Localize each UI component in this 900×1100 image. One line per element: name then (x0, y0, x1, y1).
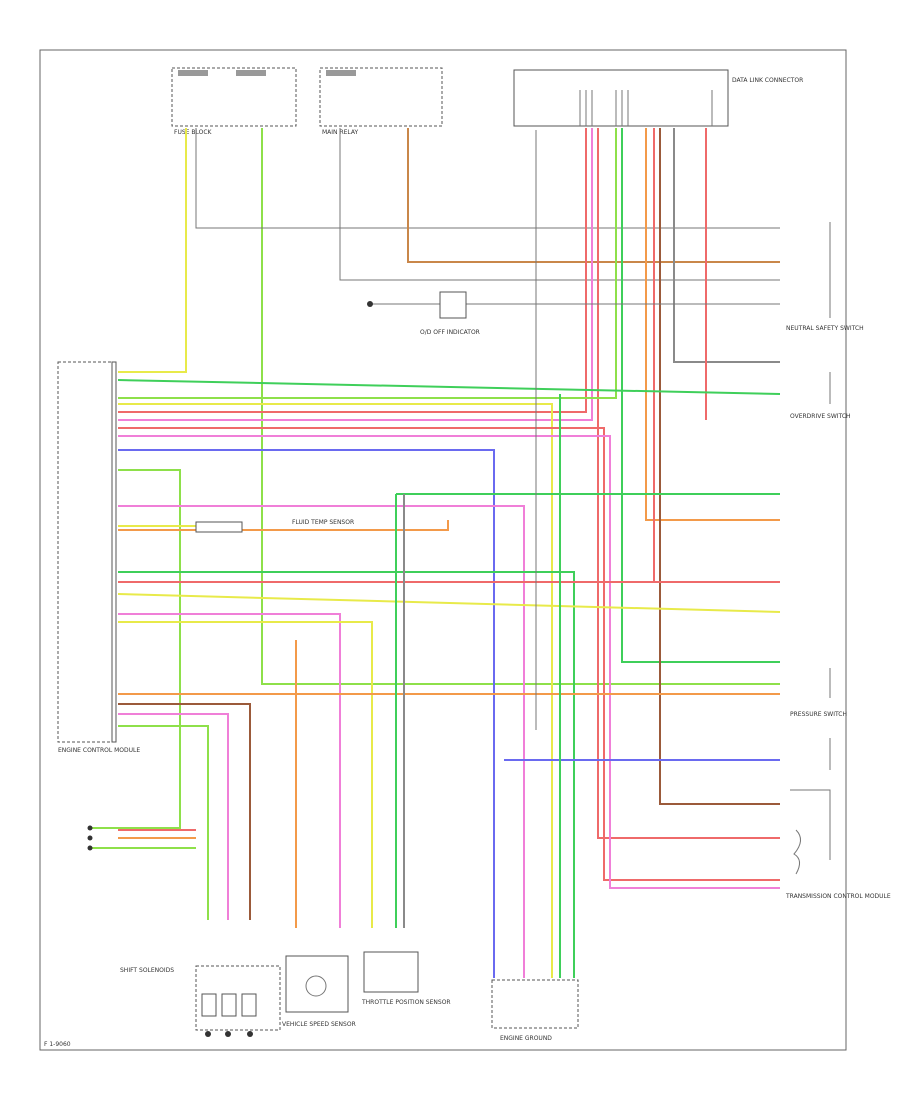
fuse-block-label: FUSE BLOCK (174, 129, 213, 136)
wire-pink-1 (118, 128, 593, 421)
wire-red-3 (653, 128, 780, 583)
wire-green-6 (118, 571, 575, 978)
ground-markers (87, 301, 373, 1037)
wire-red-2 (597, 128, 780, 839)
wire-pink-2 (118, 435, 780, 889)
wire-brown-orange (407, 128, 780, 263)
tcm-label: TRANSMISSION CONTROL MODULE (785, 893, 891, 900)
switch-cluster: NEUTRAL SAFETY SWITCH OVERDRIVE SWITCH P… (786, 222, 864, 770)
wire-brown-3 (118, 703, 251, 920)
vehicle-speed-sensor: VEHICLE SPEED SENSOR (282, 955, 356, 1028)
wire-gray-2 (339, 128, 780, 281)
wire-blue-1 (118, 449, 495, 978)
pressure-switch-label: PRESSURE SWITCH (790, 711, 847, 718)
wire-light-green (261, 128, 780, 685)
neutral-switch-label: NEUTRAL SAFETY SWITCH (786, 325, 864, 332)
wire-pink-4 (118, 613, 341, 928)
ground-label: ENGINE GROUND (500, 1035, 552, 1042)
shift-solenoids: SHIFT SOLENOIDS (120, 965, 281, 1031)
data-link-connector: DATA LINK CONNECTOR (513, 69, 803, 127)
wire-green-5 (90, 469, 181, 829)
relay-box: MAIN RELAY (319, 67, 443, 136)
wire-yellow-2 (118, 403, 553, 978)
wire-yellow-power (118, 128, 187, 373)
fuse-block-left: FUSE BLOCK (171, 67, 297, 136)
wire-green-4 (117, 379, 781, 395)
wire-harness (90, 128, 781, 978)
diagram-frame (39, 49, 847, 1051)
wire-pink-3 (118, 505, 525, 978)
fluid-temp-sensor: FLUID TEMP SENSOR (195, 519, 354, 533)
wire-red-1 (118, 128, 587, 413)
overdrive-switch-label: OVERDRIVE SWITCH (790, 413, 851, 420)
throttle-sensor-label: THROTTLE POSITION SENSOR (361, 999, 451, 1006)
wire-orange-1 (645, 128, 780, 521)
transmission-control-module: TRANSMISSION CONTROL MODULE (785, 789, 891, 900)
wire-yellow-4 (117, 593, 781, 613)
wire-green-2 (118, 128, 617, 399)
wire-gray-3 (673, 128, 780, 363)
data-link-label: DATA LINK CONNECTOR (732, 77, 803, 84)
temp-sensor-label: FLUID TEMP SENSOR (292, 519, 354, 526)
wire-pink-5 (118, 713, 229, 920)
solenoids-label: SHIFT SOLENOIDS (120, 967, 174, 974)
wire-gray-1 (195, 128, 780, 229)
indicator-label: O/D OFF INDICATOR (420, 329, 480, 336)
wire-green-3 (621, 128, 780, 663)
throttle-position-sensor: THROTTLE POSITION SENSOR (361, 951, 451, 1006)
frame-label: F 1-9060 (44, 1041, 71, 1048)
wire-brown-2 (659, 128, 780, 805)
wire-yellow-5 (118, 621, 373, 928)
wire-green-7 (118, 725, 209, 920)
engine-control-module: ENGINE CONTROL MODULE (57, 361, 140, 754)
engine-ground: ENGINE GROUND (491, 979, 579, 1042)
wire-red-5 (118, 427, 780, 881)
od-indicator: O/D OFF INDICATOR (420, 291, 480, 336)
ecm-label: ENGINE CONTROL MODULE (58, 747, 140, 754)
speed-sensor-label: VEHICLE SPEED SENSOR (282, 1021, 356, 1028)
